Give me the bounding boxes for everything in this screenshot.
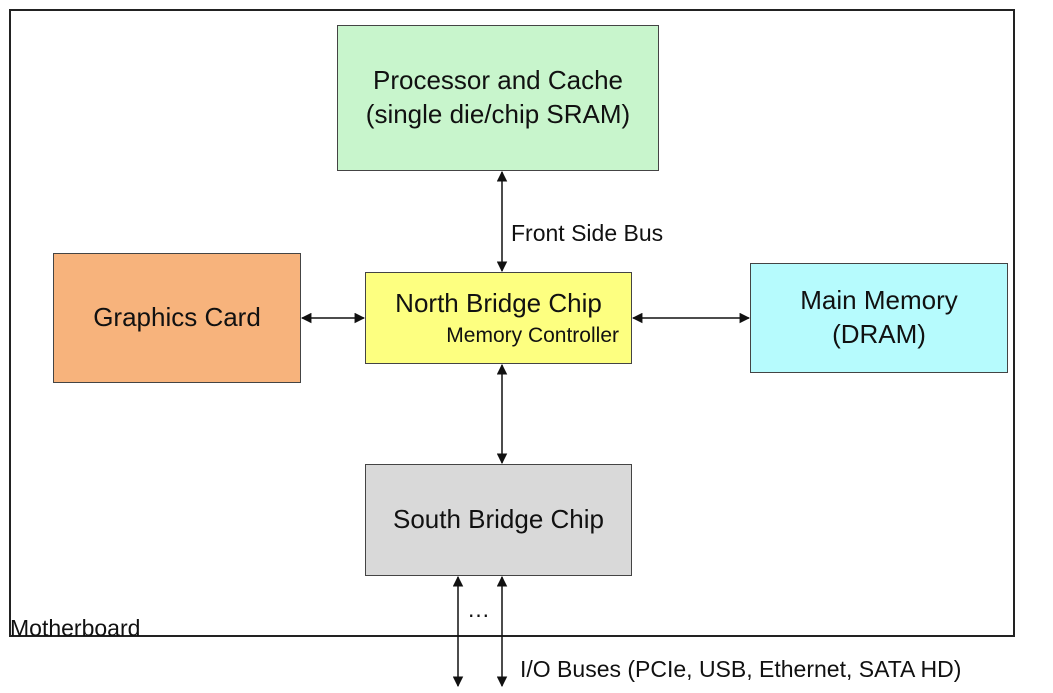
north-bridge-block: North Bridge Chip Memory Controller xyxy=(365,272,632,364)
south-bridge-label: South Bridge Chip xyxy=(392,504,605,535)
front-side-bus-label: Front Side Bus xyxy=(511,220,664,246)
north-bridge-subtitle: Memory Controller xyxy=(446,323,619,347)
processor-and-cache-block: Processor and Cache (single die/chip SRA… xyxy=(337,25,659,171)
more-buses-ellipsis: … xyxy=(467,596,490,622)
processor-subtitle: (single die/chip SRAM) xyxy=(365,99,631,129)
south-bridge-block: South Bridge Chip xyxy=(365,464,632,576)
io-buses-label: I/O Buses (PCIe, USB, Ethernet, SATA HD) xyxy=(520,656,962,682)
motherboard-label: Motherboard xyxy=(10,615,141,641)
processor-title: Processor and Cache xyxy=(372,65,624,96)
graphics-card-label: Graphics Card xyxy=(93,302,261,333)
main-memory-block: Main Memory (DRAM) xyxy=(750,263,1008,373)
north-bridge-title: North Bridge Chip xyxy=(395,288,602,318)
motherboard-frame xyxy=(9,9,1015,637)
main-memory-title: Main Memory xyxy=(800,285,958,316)
main-memory-subtitle: (DRAM) xyxy=(832,319,926,349)
graphics-card-block: Graphics Card xyxy=(53,253,301,383)
